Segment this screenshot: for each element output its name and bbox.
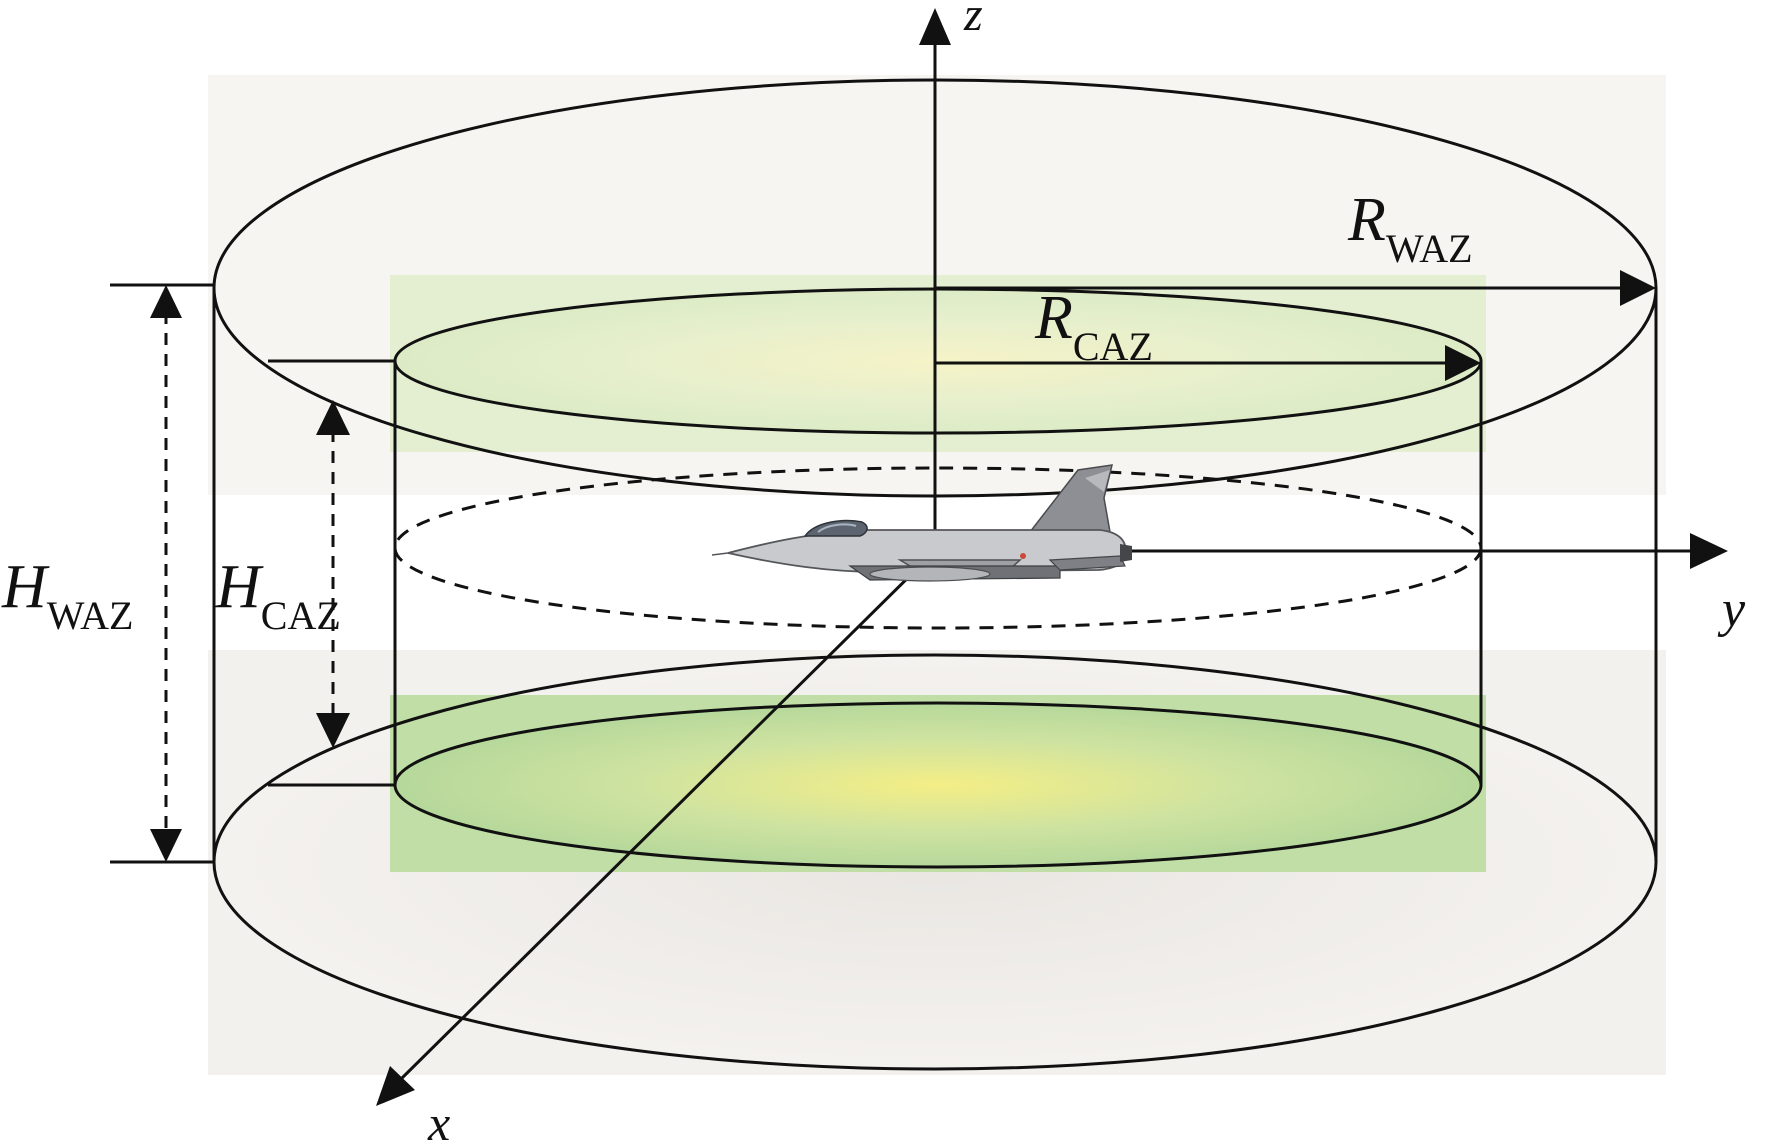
h-waz-label: HWAZ — [1, 553, 133, 638]
x-axis — [376, 549, 937, 1106]
dimension-lines — [110, 283, 395, 864]
h-waz-arrow — [150, 285, 182, 862]
axis-labels: z y x — [427, 0, 1746, 1145]
z-axis-label: z — [963, 0, 983, 41]
x-axis-label: x — [427, 1095, 450, 1145]
fighter-jet-icon — [711, 464, 1132, 582]
h-caz-label: HCAZ — [215, 553, 341, 638]
y-axis-label: y — [1717, 581, 1746, 638]
r-waz-label: RWAZ — [1347, 186, 1473, 271]
r-waz-arrow — [935, 270, 1656, 306]
h-caz-arrow — [316, 400, 350, 748]
r-caz-label: RCAZ — [1034, 284, 1153, 369]
z-axis — [919, 8, 951, 548]
dimension-labels: RWAZ RCAZ HWAZ HCAZ — [1, 186, 1473, 638]
r-caz-arrow — [935, 345, 1481, 381]
mid-plane-ellipse — [393, 466, 1483, 630]
